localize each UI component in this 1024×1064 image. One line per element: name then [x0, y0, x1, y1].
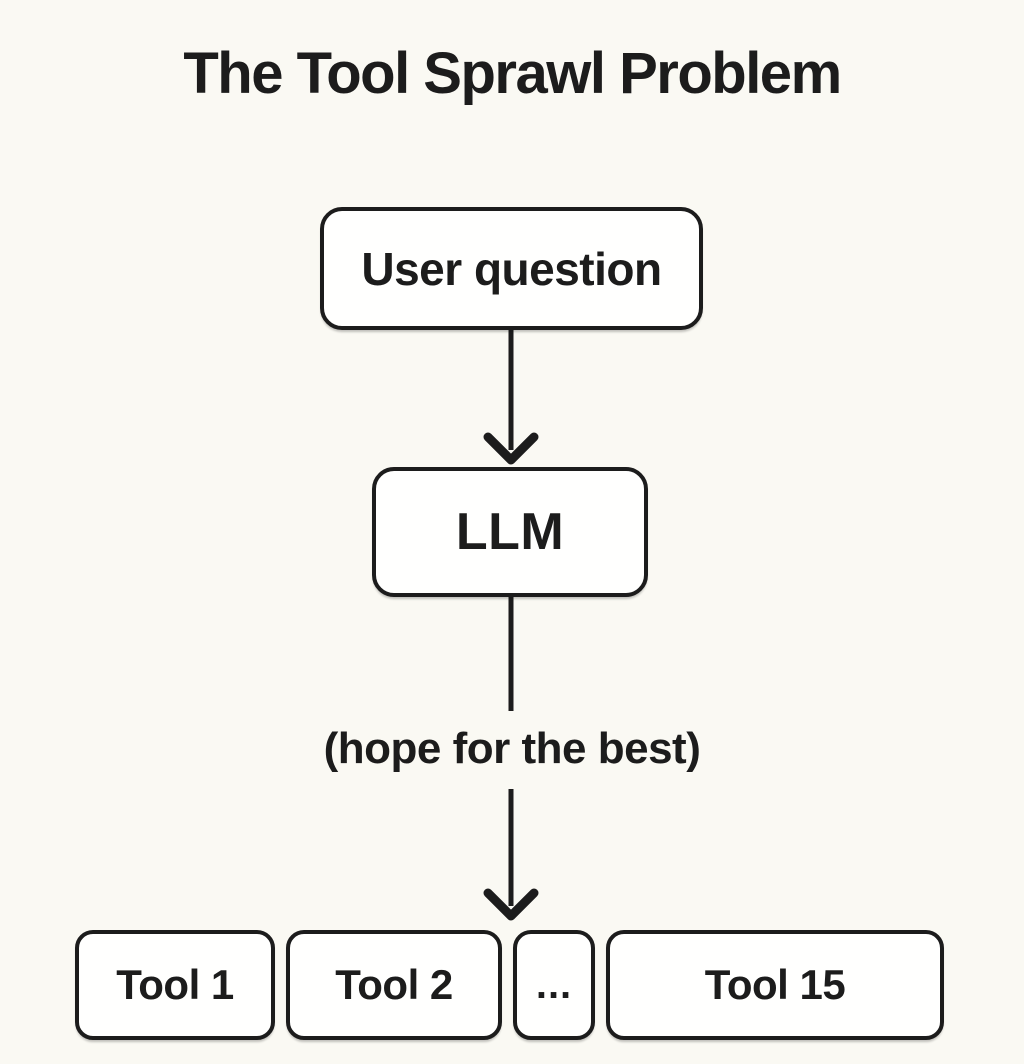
llm-label: LLM: [455, 503, 565, 561]
tool-label: Tool 15: [704, 961, 846, 1008]
down-arrow-icon: [483, 330, 539, 465]
tool-label: Tool 2: [335, 961, 453, 1008]
tool-node-1: Tool 1: [75, 930, 275, 1040]
hope-annotation: (hope for the best): [323, 724, 701, 773]
page-title: The Tool Sprawl Problem: [183, 41, 842, 106]
tool-row: Tool 1 Tool 2 ... Tool 15: [75, 930, 944, 1040]
tool-label: Tool 1: [116, 961, 234, 1008]
llm-node: LLM: [372, 467, 648, 597]
tool-node-15: Tool 15: [606, 930, 944, 1040]
ellipsis-label: ...: [535, 962, 573, 1007]
tool-node-2: Tool 2: [286, 930, 502, 1040]
user-question-node: User question: [320, 207, 703, 330]
down-arrow-icon: [483, 789, 539, 921]
user-question-label: User question: [361, 242, 662, 295]
tool-node-ellipsis: ...: [513, 930, 595, 1040]
